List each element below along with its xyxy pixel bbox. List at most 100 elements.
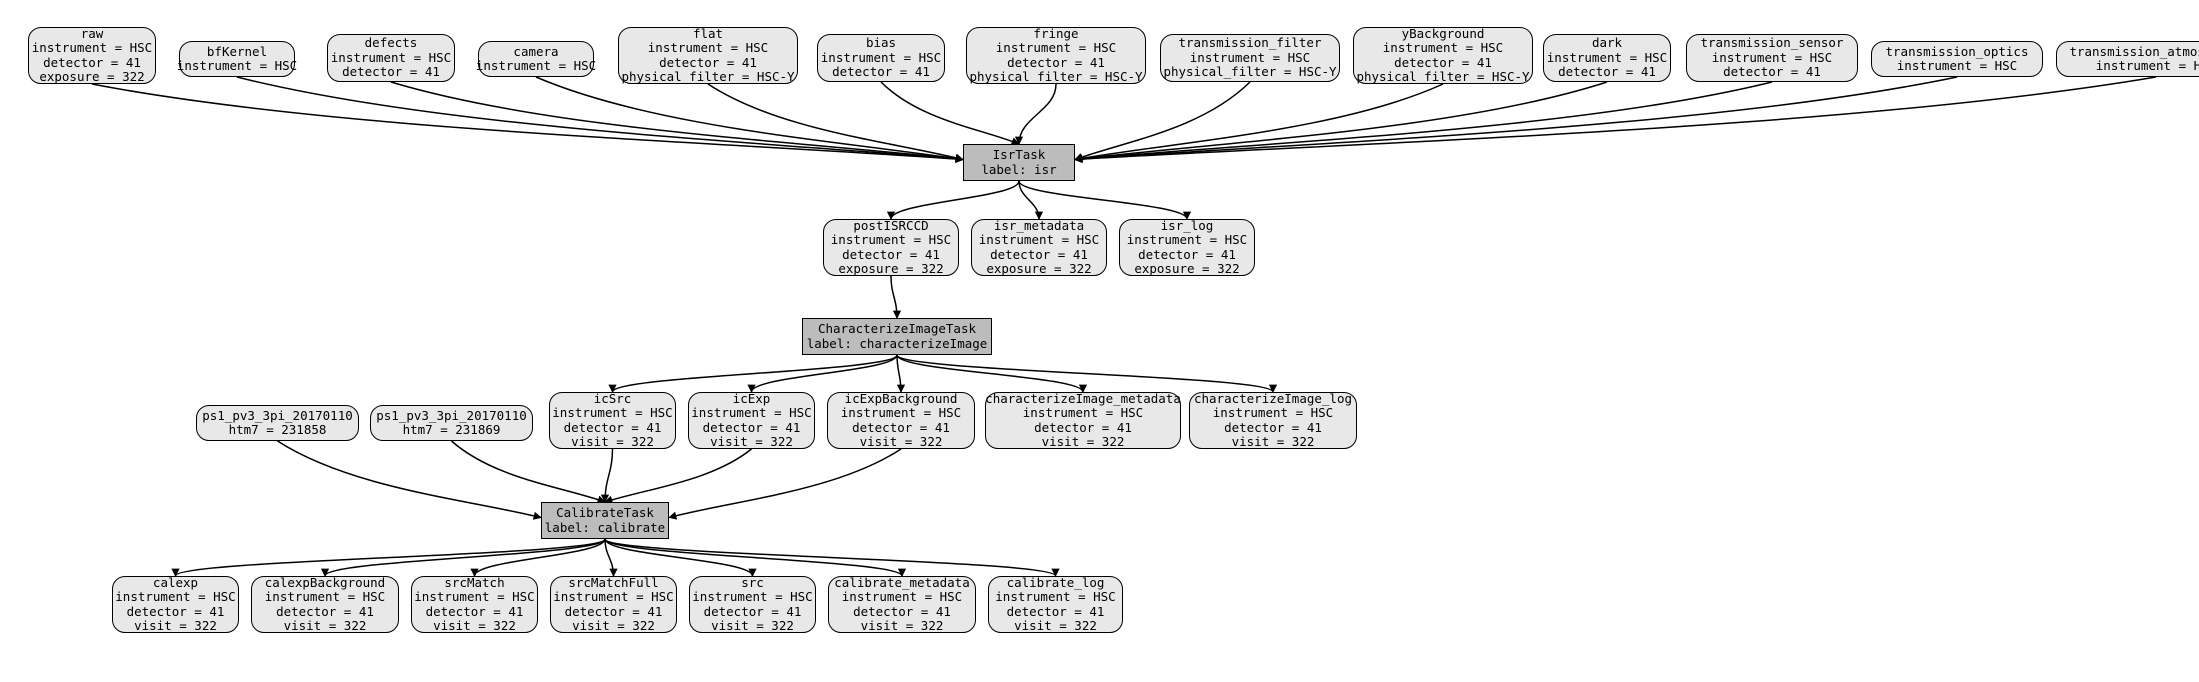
node-detail-row: instrument = HSC bbox=[264, 589, 386, 605]
node-detail-row: detector = 41 bbox=[832, 64, 930, 80]
node-detail-row: instrument = HSC bbox=[820, 49, 942, 65]
node-detail-row: instrument = HSC bbox=[841, 589, 963, 605]
dataset-node-transmission_atmosphere[interactable]: transmission_atmosphereinstrument = HSC bbox=[2056, 41, 2199, 77]
node-detail-row: detector = 41 bbox=[990, 246, 1088, 262]
node-title: dark bbox=[1591, 35, 1623, 51]
node-title: transmission_sensor bbox=[1700, 35, 1844, 51]
node-detail-row: exposure = 322 bbox=[1134, 260, 1240, 276]
node-detail-row: instrument = HSC bbox=[1896, 58, 2018, 73]
node-title: IsrTask bbox=[992, 147, 1046, 163]
node-title: isr_metadata bbox=[993, 217, 1085, 233]
edge-icExp-to-CalibrateTask bbox=[604, 448, 752, 504]
edge-CharacterizeImageTask-to-characterizeImage_metadata bbox=[896, 354, 1088, 393]
node-detail-row: detector = 41 bbox=[853, 603, 951, 619]
edge-raw-to-IsrTask bbox=[91, 83, 964, 164]
edge-defects-to-IsrTask bbox=[390, 81, 964, 163]
node-detail-row: instrument = HSC bbox=[978, 232, 1100, 248]
node-title: icExp bbox=[732, 390, 771, 406]
edge-ps1_b-to-CalibrateTask bbox=[451, 440, 606, 504]
edge-bias-to-IsrTask bbox=[880, 81, 1020, 146]
node-detail-row: detector = 41 bbox=[1723, 64, 1821, 80]
node-detail-row: physical_filter = HSC-Y bbox=[1163, 64, 1337, 80]
node-title: ps1_pv3_3pi_20170110 bbox=[376, 407, 527, 423]
node-detail-row: instrument = HSC bbox=[1382, 40, 1504, 56]
edge-transmission_sensor-to-IsrTask bbox=[1074, 81, 1773, 163]
node-detail-row: physical_filter = HSC-Y bbox=[621, 68, 795, 84]
node-detail-row: instrument = HSC bbox=[692, 589, 813, 605]
node-title: src bbox=[741, 574, 764, 590]
node-title: icSrc bbox=[593, 390, 632, 406]
node-detail-row: instrument = HSC bbox=[995, 40, 1117, 56]
node-title: ps1_pv3_3pi_20170110 bbox=[202, 407, 353, 423]
node-detail-row: exposure = 322 bbox=[39, 68, 145, 84]
node-detail-row: instrument = HSC bbox=[552, 405, 673, 421]
node-detail-row: detector = 41 bbox=[1558, 64, 1656, 80]
node-detail-row: instrument = HSC bbox=[115, 589, 236, 605]
node-title: transmission_atmosphere bbox=[2069, 43, 2199, 59]
node-detail-row: detector = 41 bbox=[1007, 54, 1105, 70]
edge-CalibrateTask-to-src bbox=[604, 538, 757, 577]
edge-CharacterizeImageTask-to-characterizeImage_log bbox=[896, 354, 1277, 393]
edge-bfKernel-to-IsrTask bbox=[236, 76, 964, 163]
edge-icExpBackground-to-CalibrateTask bbox=[668, 448, 902, 520]
node-detail-row: htm7 = 231869 bbox=[402, 422, 501, 437]
node-detail-row: instrument = HSC bbox=[647, 40, 769, 56]
node-detail-row: instrument = HSC bbox=[830, 232, 952, 248]
node-title: raw bbox=[80, 25, 104, 41]
edge-CharacterizeImageTask-to-icExp bbox=[747, 354, 898, 393]
edge-transmission_filter-to-IsrTask bbox=[1074, 81, 1251, 161]
node-detail-row: exposure = 322 bbox=[986, 260, 1092, 276]
node-title: calibrate_log bbox=[1006, 574, 1105, 590]
edge-postISRCCD-to-CharacterizeImageTask bbox=[890, 275, 902, 319]
node-detail-row: instrument = HSC bbox=[330, 49, 452, 65]
node-detail-row: visit = 322 bbox=[283, 617, 367, 633]
node-title: transmission_optics bbox=[1885, 43, 2029, 59]
node-detail-row: detector = 41 bbox=[43, 54, 141, 70]
edge-dark-to-IsrTask bbox=[1074, 81, 1608, 163]
node-detail-row: instrument = HSC bbox=[995, 589, 1116, 605]
node-detail-row: visit = 322 bbox=[860, 617, 944, 633]
node-title: postISRCCD bbox=[853, 217, 929, 233]
node-detail-row: instrument = HSC bbox=[1546, 49, 1668, 65]
edge-CalibrateTask-to-srcMatchFull bbox=[604, 538, 618, 577]
edge-IsrTask-to-postISRCCD bbox=[886, 180, 1020, 220]
node-detail-row: detector = 41 bbox=[702, 419, 801, 435]
node-detail-row: instrument = HSC bbox=[553, 589, 674, 605]
edge-transmission_optics-to-IsrTask bbox=[1074, 76, 1958, 164]
node-detail-row: detector = 41 bbox=[126, 603, 225, 619]
node-detail-row: detector = 41 bbox=[842, 246, 940, 262]
node-title: fringe bbox=[1033, 25, 1079, 41]
